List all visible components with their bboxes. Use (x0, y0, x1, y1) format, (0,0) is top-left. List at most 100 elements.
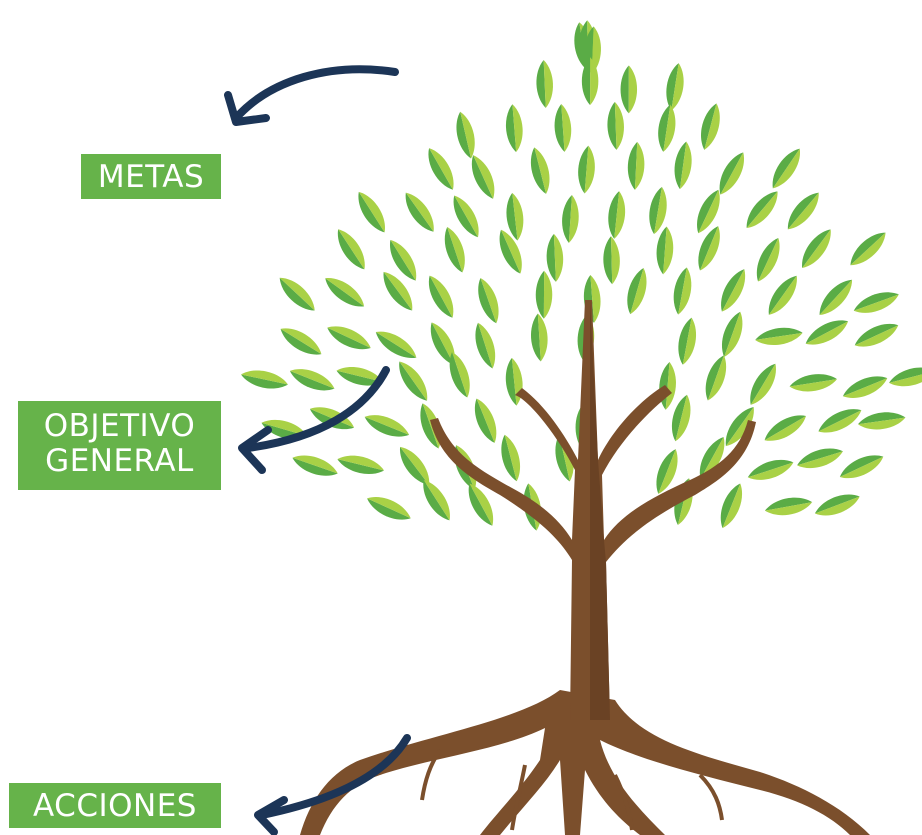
leaf (453, 195, 479, 238)
leaf (471, 155, 495, 199)
label-objetivo-general: OBJETIVO GENERAL (18, 401, 221, 490)
leaf (627, 268, 647, 315)
leaf (658, 104, 676, 152)
leaf (755, 327, 803, 346)
leaf (325, 278, 365, 307)
tree-roots (300, 690, 870, 835)
leaf (797, 448, 843, 469)
leaf (449, 352, 470, 398)
leaf (627, 141, 645, 190)
leaf (405, 192, 434, 232)
leaf (666, 63, 684, 111)
leaf (699, 436, 725, 480)
leaf (725, 407, 754, 447)
leaf (531, 313, 548, 362)
leaf (358, 191, 385, 233)
leaf (423, 480, 450, 521)
label-objetivo-line2: GENERAL (45, 443, 194, 479)
leaf (656, 226, 674, 275)
label-metas-text: METAS (97, 159, 205, 195)
leaf (787, 192, 819, 230)
leaf (721, 269, 746, 312)
leaf (756, 238, 780, 282)
arrowhead-icon (238, 426, 272, 474)
leaf (720, 483, 743, 529)
leaf (505, 357, 523, 406)
leaf (399, 361, 428, 401)
leaf (468, 483, 494, 526)
leaf (292, 455, 338, 476)
leaf (400, 446, 430, 486)
leaf (789, 374, 838, 392)
leaf (698, 226, 720, 271)
leaf (705, 355, 727, 401)
leaf (673, 267, 692, 315)
leaf (656, 449, 678, 494)
leaf (764, 415, 807, 441)
leaf (850, 232, 886, 266)
leaf (764, 497, 813, 516)
leaf (280, 328, 322, 355)
leaf (536, 60, 553, 108)
leaf (444, 227, 465, 273)
leaf (474, 398, 497, 443)
leaf (805, 320, 849, 345)
leaf (367, 497, 411, 520)
label-acciones-text: ACCIONES (33, 788, 197, 824)
leaf (678, 317, 697, 365)
trunk-shading (590, 300, 610, 720)
leaf (430, 322, 455, 365)
leaf (857, 412, 906, 430)
leaf (327, 326, 371, 350)
leaf (428, 275, 454, 318)
leaf (499, 229, 522, 274)
root-branch (420, 748, 724, 831)
leaf (383, 271, 413, 311)
leaf (802, 229, 831, 269)
leaf (839, 455, 884, 479)
leaf (530, 147, 550, 194)
leaf (672, 394, 691, 442)
leaf (364, 415, 410, 437)
leaf (337, 229, 365, 270)
leaf (853, 292, 899, 313)
curved-arrow-icon (258, 734, 411, 819)
label-objetivo-line1: OBJETIVO (43, 408, 196, 444)
leaf (818, 409, 862, 433)
leaf (649, 186, 667, 235)
leaf (478, 277, 499, 324)
leaf (620, 65, 638, 114)
leaf (501, 434, 520, 482)
arrowhead-icon (224, 91, 270, 126)
leaf (554, 103, 572, 152)
leaf (603, 236, 620, 285)
leaf (475, 322, 496, 369)
leaf (819, 279, 853, 316)
leaf (772, 148, 800, 189)
leaf (674, 141, 692, 190)
leaf (608, 191, 626, 239)
leaf (747, 459, 794, 480)
leaf (721, 311, 743, 358)
leaf (506, 192, 524, 241)
leaf (578, 145, 595, 194)
leaf (697, 189, 720, 234)
leaf (337, 455, 385, 474)
leaf (546, 233, 564, 282)
leaf (719, 152, 745, 195)
leaf (428, 148, 454, 190)
tree-canopy (241, 20, 922, 531)
leaf (701, 103, 720, 150)
leaf (854, 324, 899, 347)
curved-arrow-icon (232, 65, 399, 122)
tree-trunk (300, 300, 870, 835)
leaf (842, 376, 888, 398)
arrowhead-icon (254, 796, 288, 835)
leaf (768, 275, 797, 315)
leaf (889, 367, 922, 387)
leaf (562, 195, 579, 243)
leaf (289, 369, 335, 391)
leaf (241, 370, 288, 389)
leaf (814, 494, 860, 516)
